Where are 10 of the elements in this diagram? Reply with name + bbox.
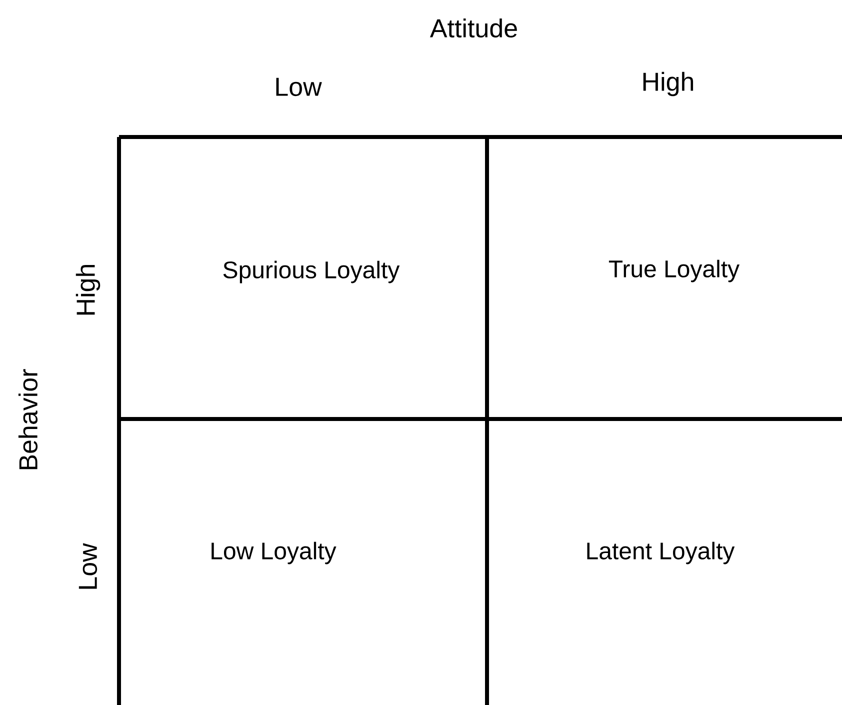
quadrant-label: Low Loyalty xyxy=(212,542,336,564)
axis-title: Attitude xyxy=(430,18,517,38)
axis-level-label: Low xyxy=(78,543,98,589)
quadrant-label: Latent Loyalty xyxy=(587,542,735,564)
axis-level-label: High xyxy=(643,72,694,96)
axis-title: Behavior xyxy=(18,369,38,470)
quadrant-label: Spurious Loyalty xyxy=(223,260,400,284)
quadrant-label: True Loyalty xyxy=(608,260,740,282)
axis-level-label: Low xyxy=(276,78,322,96)
axis-level-label: High xyxy=(76,264,100,315)
